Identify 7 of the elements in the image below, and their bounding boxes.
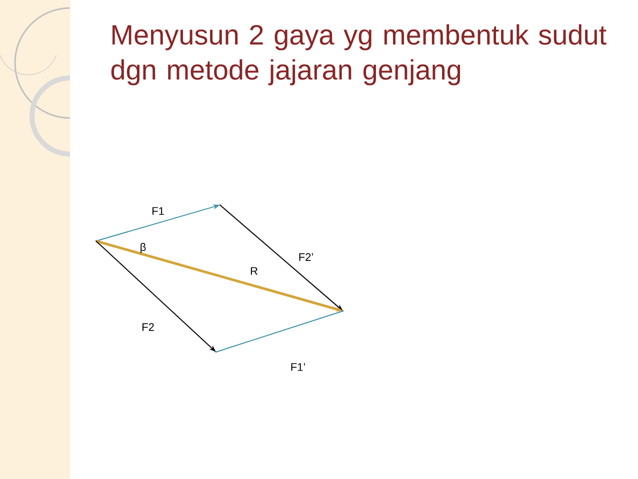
edge-label: F2’ xyxy=(299,253,313,261)
angle-label: β xyxy=(140,242,146,254)
edge-label: F1 xyxy=(152,207,164,215)
edge-label: F2 xyxy=(142,323,154,331)
edge-label: F1’ xyxy=(291,363,305,371)
title: Menyusun 2 gaya yg membentuk sudut dgn metode jajaran genjang xyxy=(111,24,606,86)
edge-label: R xyxy=(250,267,258,275)
